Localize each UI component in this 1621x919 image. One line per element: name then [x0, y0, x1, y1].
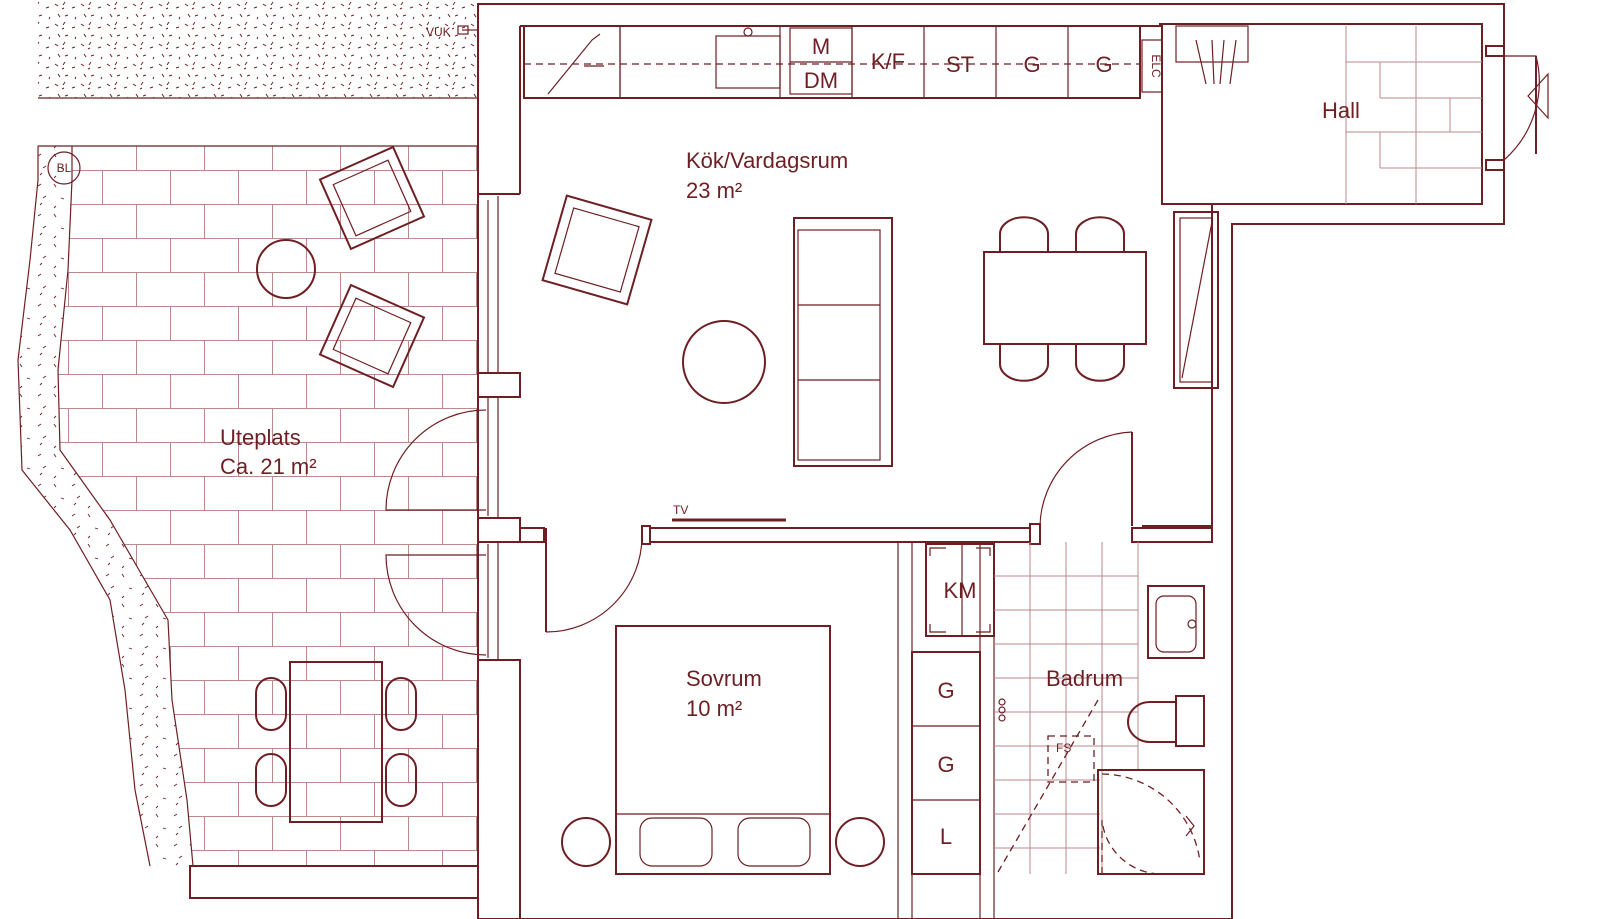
lounge-chair	[318, 145, 426, 251]
tv: TV	[672, 503, 786, 522]
bedroom-area: 10 m²	[686, 696, 742, 721]
drain-slope	[997, 699, 1099, 873]
fridge-freezer-label: K/F	[871, 49, 905, 74]
kitchen-living-area: 23 m²	[686, 178, 742, 203]
sofa	[793, 217, 893, 467]
electric-cabinet-label: ELC	[1149, 54, 1163, 78]
bedroom-wardrobes	[911, 651, 981, 875]
bathroom-floor-tiles	[994, 542, 1139, 874]
coffee-table	[682, 320, 766, 404]
lounge-chair	[318, 283, 426, 389]
patio-area: Ca. 21 m²	[220, 454, 317, 479]
bed	[615, 625, 831, 875]
sink	[715, 35, 781, 89]
kitchen-living-label: Kök/Vardagsrum	[686, 148, 848, 173]
patio-door[interactable]	[385, 409, 487, 656]
patio-dining-set	[255, 661, 417, 823]
tv-label: TV	[673, 503, 688, 517]
bedroom-door[interactable]	[545, 528, 643, 633]
linen-closet-label: L	[940, 824, 952, 849]
stove-label: ST	[946, 52, 974, 77]
washing-machine	[925, 543, 995, 637]
bedroom-wardrobe-label: G	[937, 678, 954, 703]
kitchen-counter	[523, 25, 1163, 99]
entrance-door[interactable]	[1503, 55, 1549, 161]
side-table	[256, 239, 316, 299]
nightstand	[561, 817, 611, 867]
washer-label: KM	[944, 578, 977, 603]
patio-paving	[38, 145, 478, 866]
towel-hooks	[998, 698, 1006, 722]
wardrobe-label: G	[1095, 52, 1112, 77]
shower	[1097, 769, 1205, 875]
stone-border	[17, 146, 194, 867]
planter-label: BL	[57, 161, 72, 175]
hall-floor-tiles	[1345, 26, 1482, 204]
bathroom-door[interactable]	[1039, 431, 1133, 527]
floor-drain: FS	[1047, 735, 1095, 783]
bedroom-wardrobe-label: G	[937, 752, 954, 777]
bedroom-label: Sovrum	[686, 666, 762, 691]
nightstand	[835, 817, 885, 867]
armchair	[541, 194, 653, 306]
hall-label: Hall	[1322, 98, 1360, 123]
wardrobe-label: G	[1023, 52, 1040, 77]
toilet	[1127, 695, 1205, 747]
electric-cabinet	[1141, 39, 1163, 93]
walls	[477, 3, 1505, 919]
gravel-area	[38, 0, 478, 99]
hall-wardrobe	[1173, 211, 1219, 389]
dining-set	[983, 216, 1147, 382]
bathroom-sink	[1147, 585, 1205, 659]
hall-shoe-rack	[1175, 25, 1249, 85]
outdoor-tap: VUK	[426, 25, 478, 39]
patio-wall	[189, 865, 479, 899]
microwave-label: M	[812, 34, 830, 59]
dishwasher-label: DM	[804, 68, 838, 93]
bathroom-label: Badrum	[1046, 666, 1123, 691]
outdoor-tap-label: VUK	[426, 25, 451, 39]
planter: BL	[47, 151, 81, 185]
patio-label: Uteplats	[220, 425, 301, 450]
floor-drain-label: FS	[1056, 741, 1071, 755]
